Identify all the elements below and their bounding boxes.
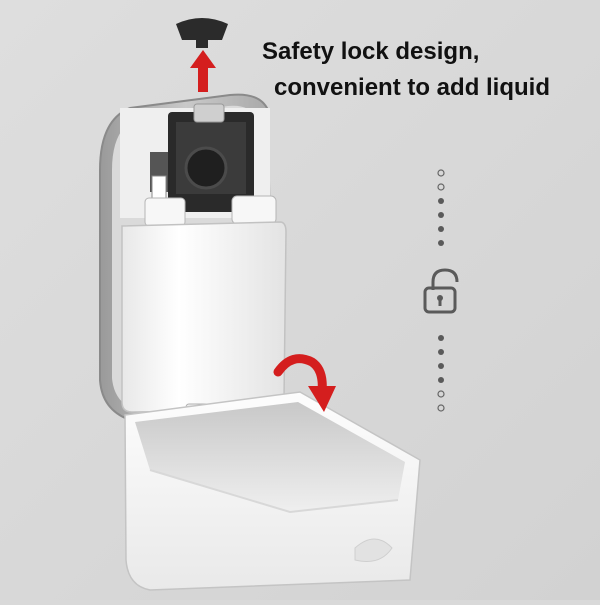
red-curved-arrow-icon bbox=[273, 354, 336, 412]
caption-line-2: convenient to add liquid bbox=[274, 74, 550, 101]
caption-line-1: Safety lock design, bbox=[262, 38, 480, 65]
red-up-arrow-icon bbox=[190, 50, 216, 92]
feature-caption: Safety lock design, convenient to add li… bbox=[262, 34, 592, 106]
liquid-bottle bbox=[121, 221, 287, 413]
front-cover-edge bbox=[149, 469, 399, 514]
lock-knob bbox=[176, 18, 228, 48]
bottle-cap-left bbox=[144, 197, 186, 227]
dotted-line-down bbox=[437, 335, 445, 412]
dotted-line-up bbox=[437, 169, 445, 246]
pump-nozzle-top bbox=[151, 175, 167, 199]
lock-slot bbox=[193, 103, 225, 123]
lock-open-icon bbox=[423, 268, 459, 314]
cover-window bbox=[354, 538, 393, 562]
front-cover-inner bbox=[135, 402, 405, 512]
bottle-cap-right bbox=[231, 195, 277, 225]
pump-gear bbox=[184, 146, 228, 190]
